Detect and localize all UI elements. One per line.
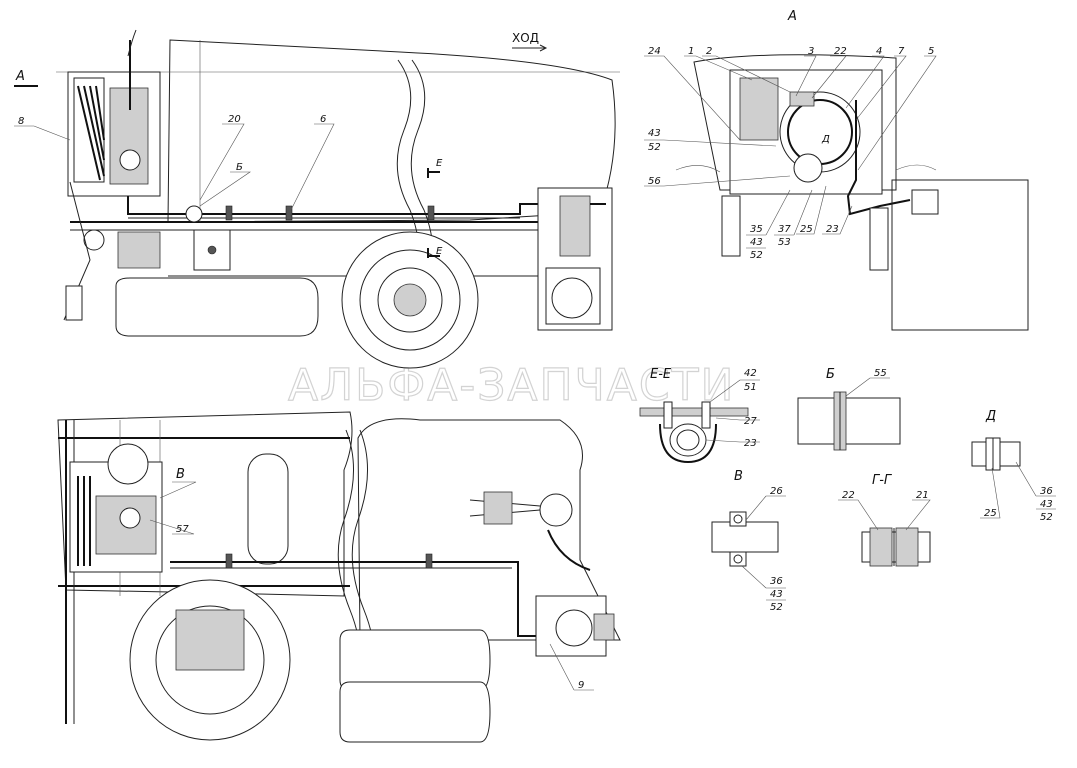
callout-a-4: 4 [876, 46, 882, 57]
callout-a-56: 56 [648, 176, 661, 187]
view-v [711, 511, 779, 567]
view-d [971, 437, 1021, 471]
callout-a-23: 23 [826, 224, 839, 235]
callout-a-52: 52 [648, 142, 661, 153]
callout-6: 6 [320, 114, 326, 125]
view-b-title: Б [826, 367, 835, 382]
section-ee-title: Е-Е [650, 367, 672, 382]
view-a-marker: А [15, 69, 25, 84]
callout-a-3: 3 [808, 46, 814, 57]
callout-a-43: 43 [648, 128, 661, 139]
callout-a-22: 22 [834, 46, 847, 57]
callout-8: 8 [18, 116, 24, 127]
callout-ee-42: 42 [744, 368, 757, 379]
direction-label: ХОД [512, 31, 539, 45]
callout-v-36: 36 [770, 576, 783, 587]
view-b [797, 391, 901, 451]
callout-a-5: 5 [928, 46, 934, 57]
view-a-title: А [787, 9, 797, 24]
callout-a-52b: 52 [750, 250, 763, 261]
callout-a-24: 24 [648, 46, 661, 57]
view-d-title: Д [985, 409, 996, 424]
view-v-marker: В [176, 467, 185, 482]
view-a [675, 54, 1029, 331]
callout-20: 20 [228, 114, 241, 125]
section-gg [861, 527, 931, 567]
callout-a-1: 1 [688, 46, 694, 57]
callout-a-25: 25 [800, 224, 813, 235]
section-e-bottom: Е [436, 246, 443, 257]
callout-ee-51: 51 [744, 382, 757, 393]
callout-d-36: 36 [1040, 486, 1053, 497]
callout-a-7: 7 [898, 46, 905, 57]
callout-gg-21: 21 [916, 490, 929, 501]
callout-b-main: Б [236, 162, 243, 173]
plan-view-bottom [57, 411, 621, 743]
section-e-top: Е [436, 158, 443, 169]
callout-57: 57 [176, 524, 189, 535]
callout-b-55: 55 [874, 368, 887, 379]
section-gg-title: Г-Г [872, 473, 893, 488]
callout-v-26: 26 [770, 486, 783, 497]
callout-v-43: 43 [770, 589, 783, 600]
callout-a-d: Д [821, 134, 830, 145]
section-ee [639, 401, 749, 464]
callout-d-43: 43 [1040, 499, 1053, 510]
callout-a-37: 37 [778, 224, 791, 235]
callout-9: 9 [578, 680, 584, 691]
callout-ee-23: 23 [744, 438, 757, 449]
direction-arrow [512, 44, 548, 52]
callout-a-53: 53 [778, 237, 791, 248]
callout-ee-27: 27 [744, 416, 757, 427]
watermark: АЛЬФА-ЗАПЧАСТИ [288, 360, 735, 411]
callout-a-35: 35 [750, 224, 763, 235]
view-v-title: В [734, 469, 743, 484]
callout-a-43b: 43 [750, 237, 763, 248]
callout-v-52: 52 [770, 602, 783, 613]
callout-d-52: 52 [1040, 512, 1053, 523]
callout-gg-22: 22 [842, 490, 855, 501]
callout-a-2: 2 [706, 46, 712, 57]
callout-d-25: 25 [984, 508, 997, 519]
side-view-top [56, 29, 620, 369]
view-a-callouts: 24 1 2 3 22 4 7 5 43 52 56 Д 35 43 52 37… [644, 46, 937, 261]
